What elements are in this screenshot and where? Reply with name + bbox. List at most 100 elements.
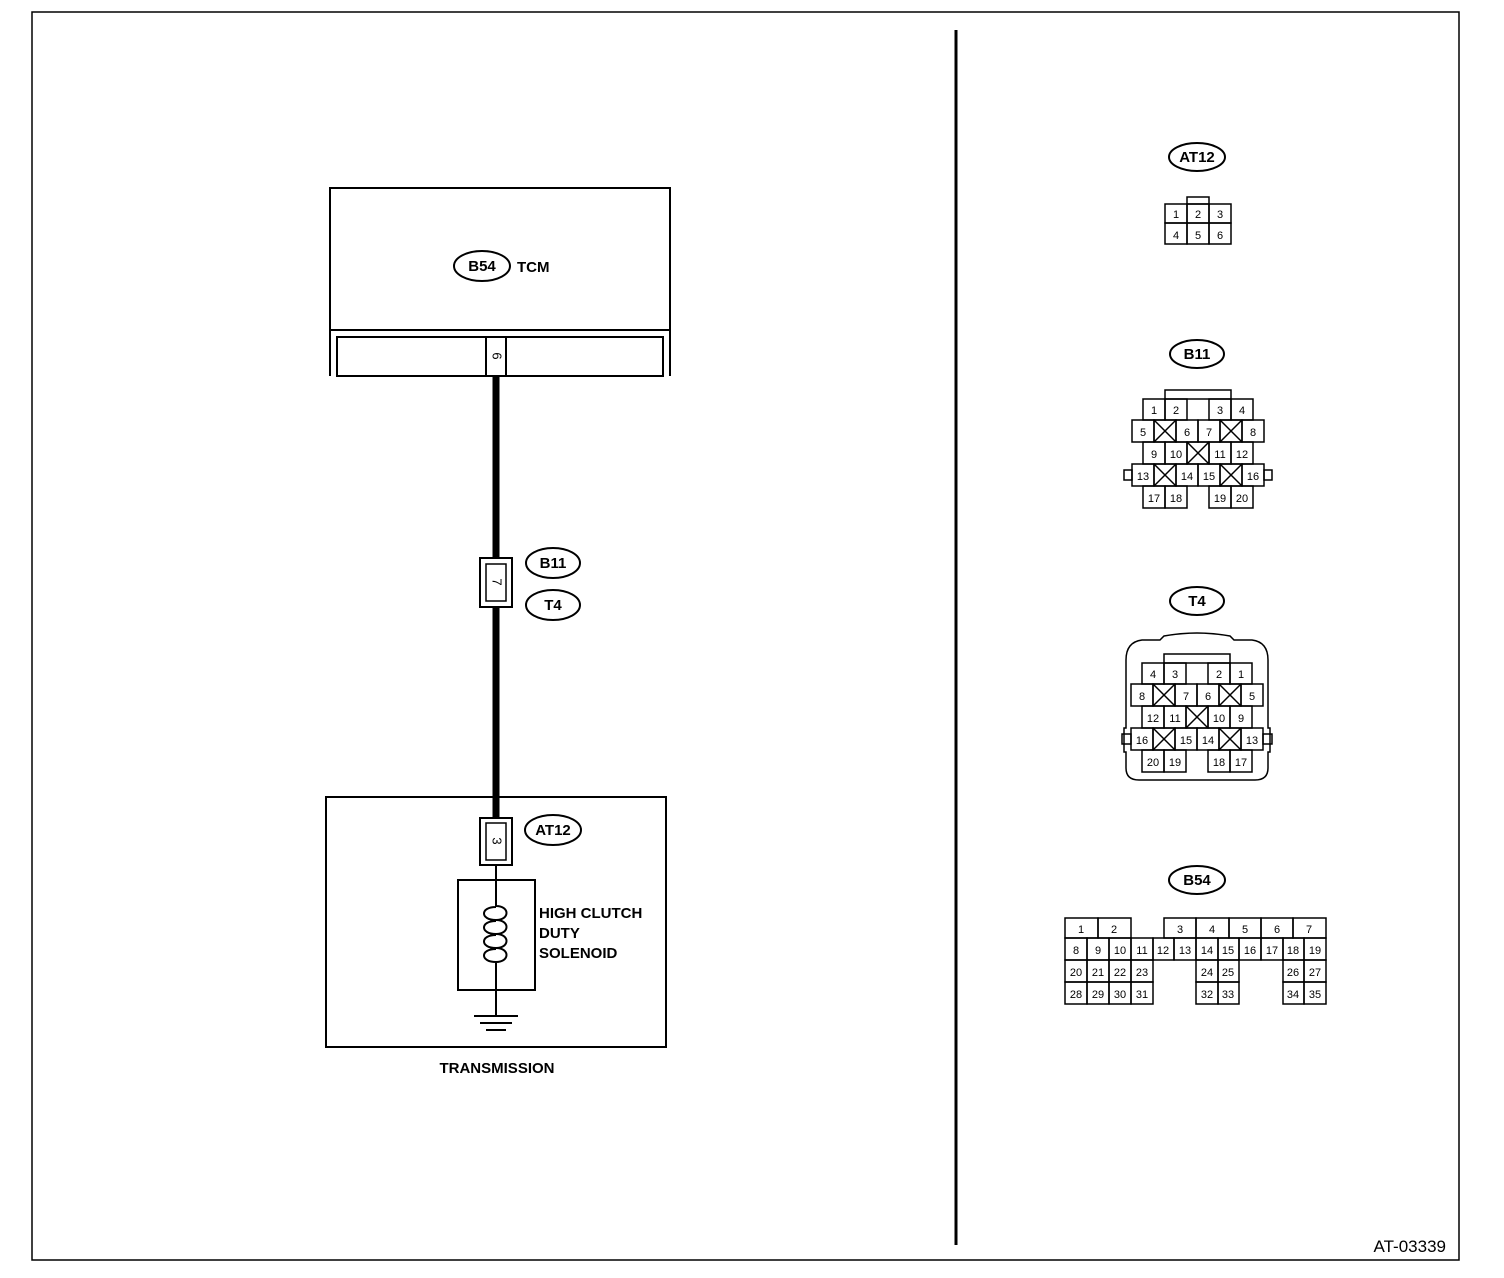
pin-label: 9 (1095, 945, 1101, 957)
connector-view-t4: T4 4 3 2 1 (1121, 586, 1273, 781)
pin-label: 4 (1209, 924, 1215, 936)
tcm-terminal: 6 (490, 352, 505, 359)
pin-label: 1 (1173, 209, 1179, 221)
transmission-label: TRANSMISSION (439, 1060, 554, 1077)
b11-view-id: B11 (1184, 346, 1211, 363)
solenoid-label-line1: HIGH CLUTCH (539, 905, 642, 922)
pin-label: 15 (1222, 945, 1234, 957)
pin-label: 5 (1249, 691, 1255, 703)
pin-label: 10 (1114, 945, 1126, 957)
b54-view-id: B54 (1183, 872, 1211, 889)
t4-view-id: T4 (1188, 593, 1206, 610)
pin-label: 28 (1070, 989, 1082, 1001)
pin-label: 8 (1139, 691, 1145, 703)
transmission-unit: 3 AT12 HIGH CLUTCH DUTY SOLENOID (325, 796, 667, 1048)
pin-label: 32 (1201, 989, 1213, 1001)
connector-view-b54: B54 1 2 3 4 5 (1064, 865, 1327, 1005)
pin-label: 3 (1177, 924, 1183, 936)
pin-label: 20 (1147, 757, 1159, 769)
pin-label: 31 (1136, 989, 1148, 1001)
pin-label: 3 (1217, 405, 1223, 417)
pin-label: 16 (1244, 945, 1256, 957)
joint-connector-bottom-id: T4 (544, 597, 562, 614)
pin-label: 26 (1287, 967, 1299, 979)
pin-label: 14 (1181, 471, 1193, 483)
pin-label: 6 (1205, 691, 1211, 703)
pin-label: 17 (1235, 757, 1247, 769)
pin-label: 29 (1092, 989, 1104, 1001)
transmission-connector-id: AT12 (535, 822, 571, 839)
solenoid-label-line3: SOLENOID (539, 945, 618, 962)
pin-label: 13 (1137, 471, 1149, 483)
pin-label: 13 (1246, 735, 1258, 747)
pin-label: 14 (1202, 735, 1214, 747)
pin-label: 5 (1195, 230, 1201, 242)
pin-label: 14 (1201, 945, 1213, 957)
diagram-frame (31, 11, 1460, 1261)
pin-label: 19 (1214, 493, 1226, 505)
pin-label: 22 (1114, 967, 1126, 979)
pin-label: 15 (1180, 735, 1192, 747)
pin-label: 2 (1173, 405, 1179, 417)
pin-label: 23 (1136, 967, 1148, 979)
pin-label: 20 (1236, 493, 1248, 505)
pin-label: 4 (1173, 230, 1179, 242)
pin-label: 9 (1238, 713, 1244, 725)
figure-id: AT-03339 (1374, 1237, 1446, 1256)
pin-label: 6 (1217, 230, 1223, 242)
tcm-connector-id: B54 (468, 258, 496, 275)
pin-label: 5 (1140, 427, 1146, 439)
connector-view-at12: AT12 1 2 3 4 5 6 (1164, 142, 1232, 245)
pin-label: 1 (1238, 669, 1244, 681)
pin-label: 8 (1250, 427, 1256, 439)
pin-label: 35 (1309, 989, 1321, 1001)
pin-label: 10 (1170, 449, 1182, 461)
pin-label: 34 (1287, 989, 1299, 1001)
pin-label: 2 (1216, 669, 1222, 681)
pin-label: 15 (1203, 471, 1215, 483)
pin-label: 11 (1169, 713, 1180, 725)
pin-label: 30 (1114, 989, 1126, 1001)
pin-label: 2 (1111, 924, 1117, 936)
pin-label: 21 (1092, 967, 1104, 979)
pin-label: 20 (1070, 967, 1082, 979)
pin-label: 12 (1147, 713, 1159, 725)
tcm-label: TCM (517, 259, 550, 276)
pin-label: 5 (1242, 924, 1248, 936)
pin-label: 19 (1309, 945, 1321, 957)
joint-connector: 7 B11 T4 (479, 547, 581, 621)
pin-label: 8 (1073, 945, 1079, 957)
pin-label: 17 (1266, 945, 1278, 957)
pin-label: 3 (1172, 669, 1178, 681)
pin-label: 27 (1309, 967, 1321, 979)
pin-label: 9 (1151, 449, 1157, 461)
ground-icon (474, 1015, 518, 1031)
pin-label: 7 (1306, 924, 1312, 936)
pin-label: 1 (1078, 924, 1084, 936)
pin-label: 2 (1195, 209, 1201, 221)
pin-label: 19 (1169, 757, 1181, 769)
pin-label: 18 (1287, 945, 1299, 957)
pin-label: 10 (1213, 713, 1225, 725)
pin-label: 13 (1179, 945, 1191, 957)
pin-label: 3 (1217, 209, 1223, 221)
at12-view-id: AT12 (1179, 149, 1215, 166)
pin-label: 6 (1184, 427, 1190, 439)
tcm-unit: B54 TCM 6 (329, 187, 671, 377)
pin-label: 18 (1170, 493, 1182, 505)
pin-label: 24 (1201, 967, 1213, 979)
transmission-terminal: 3 (490, 837, 505, 844)
pin-label: 12 (1157, 945, 1169, 957)
joint-terminal: 7 (490, 578, 505, 585)
pin-label: 18 (1213, 757, 1225, 769)
pin-label: 11 (1214, 449, 1225, 461)
pin-label: 7 (1183, 691, 1189, 703)
tcm-connector-oval (453, 250, 511, 282)
connector-view-b11: B11 1 2 3 4 (1123, 339, 1273, 509)
pin-label: 33 (1222, 989, 1234, 1001)
pin-label: 1 (1151, 405, 1157, 417)
solenoid-label-line2: DUTY (539, 925, 580, 942)
pin-label: 6 (1274, 924, 1280, 936)
pin-label: 12 (1236, 449, 1248, 461)
